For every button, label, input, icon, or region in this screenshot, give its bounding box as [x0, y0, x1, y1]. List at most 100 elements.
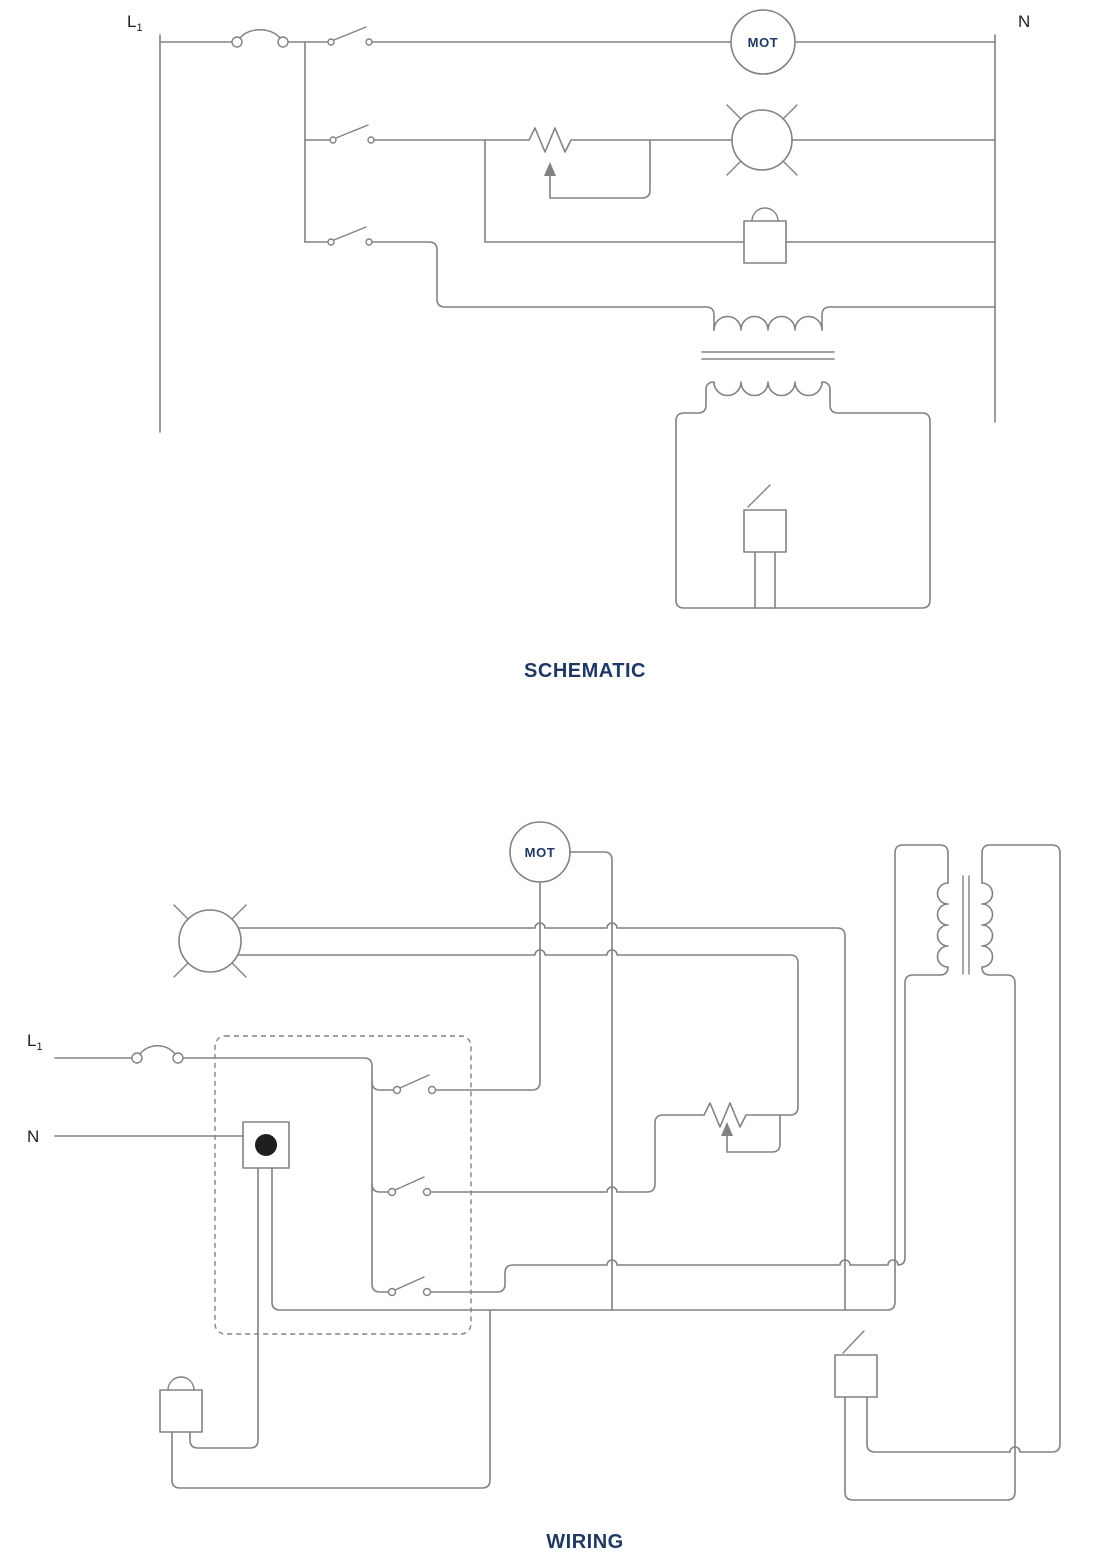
wire	[569, 851, 613, 1311]
transformer-symbol	[936, 875, 994, 975]
fuse-symbol	[231, 29, 289, 48]
fuse-terminal	[131, 1052, 143, 1064]
lamp-symbol	[726, 104, 798, 176]
wiring-diagram: L1 N	[27, 821, 1061, 1553]
switch-contact	[367, 136, 375, 144]
wire	[430, 966, 949, 1293]
thermostat-subbase-outline	[214, 1035, 472, 1335]
switch-blade	[399, 1074, 430, 1089]
motor-symbol: MOT	[509, 821, 571, 883]
wire	[238, 922, 846, 1311]
switch-3-symbol	[327, 226, 373, 246]
l1-letter: L	[127, 12, 136, 31]
switch-blade	[333, 226, 367, 241]
switch-2-symbol	[329, 124, 375, 144]
buzzer-dome	[167, 1376, 195, 1391]
switch-3-symbol	[387, 1276, 432, 1297]
relay-symbol	[834, 1330, 878, 1398]
fuse-element	[239, 29, 281, 39]
wiper-loop-wire	[726, 1114, 781, 1153]
buzzer-body	[743, 220, 787, 264]
wire	[430, 1114, 701, 1193]
fuse-element	[139, 1045, 176, 1055]
resistor-symbol	[524, 127, 576, 153]
l1-feed-label: L1	[27, 1031, 43, 1053]
l1-bus-wire	[182, 1057, 389, 1293]
primary-coil	[713, 315, 823, 331]
transformer-core	[962, 875, 970, 975]
wiper-arrow	[544, 139, 651, 199]
buzzer-body	[159, 1389, 203, 1433]
l1-rail-label: L1	[127, 12, 143, 34]
transformer-symbol	[701, 306, 996, 397]
schematic-diagram: L1 N MOT	[127, 9, 1030, 682]
lamp-rays	[173, 904, 247, 978]
motor-label: MOT	[525, 845, 556, 860]
wire	[821, 306, 996, 331]
switch-blade	[394, 1176, 425, 1191]
wire	[189, 1167, 259, 1449]
terminal-dot	[255, 1134, 277, 1156]
n-feed-label: N	[27, 1127, 39, 1146]
switch-contact	[329, 136, 337, 144]
fuse-symbol	[131, 1045, 184, 1064]
secondary-coil	[981, 882, 994, 968]
fuse-terminal	[277, 36, 289, 48]
wire	[238, 949, 799, 1116]
buzzer-symbol	[484, 207, 996, 264]
wiper-loop-wire	[549, 139, 651, 199]
switch-1-symbol	[327, 26, 373, 46]
switch-blade	[333, 26, 367, 41]
wire	[371, 241, 715, 331]
primary-coil	[936, 882, 949, 968]
switch-contact	[387, 1287, 397, 1297]
l1-subscript: 1	[136, 22, 142, 34]
fuse-terminal	[172, 1052, 184, 1064]
neutral-bus-wire	[271, 844, 949, 1311]
relay-body	[834, 1354, 878, 1398]
indicator-terminal-symbol	[242, 1121, 290, 1169]
transformer-core	[701, 351, 835, 360]
wire	[844, 966, 1016, 1501]
l1-letter: L	[27, 1031, 36, 1050]
lamp-symbol	[173, 904, 247, 978]
switch-contact	[365, 38, 373, 46]
motor-symbol: MOT	[730, 9, 796, 75]
wire	[171, 1309, 491, 1489]
wire	[371, 1183, 389, 1193]
lamp-rays	[726, 104, 798, 176]
schematic-title: SCHEMATIC	[524, 660, 646, 682]
buzzer-dome	[751, 207, 779, 222]
switch-contact	[327, 38, 335, 46]
relay-flag	[842, 1330, 865, 1354]
wiper-arrow	[721, 1114, 781, 1153]
switch-2-symbol	[387, 1176, 432, 1197]
arrow-head	[721, 1122, 733, 1136]
switch-blade	[335, 124, 369, 139]
switch-contact	[427, 1085, 437, 1095]
switch-contact	[422, 1187, 432, 1197]
switch-contact	[387, 1187, 397, 1197]
relay-body	[743, 509, 787, 553]
relay-pins	[754, 551, 776, 609]
fuse-terminal	[231, 36, 243, 48]
n-rail-label: N	[1018, 12, 1030, 31]
relay-flag	[747, 484, 771, 508]
motor-label: MOT	[748, 35, 779, 50]
arrow-head	[544, 162, 556, 176]
l1-subscript: 1	[36, 1041, 42, 1053]
buzzer-symbol	[159, 1376, 203, 1433]
secondary-coil	[713, 381, 823, 397]
switch-contact	[392, 1085, 402, 1095]
switch-blade	[394, 1276, 425, 1291]
resistor-symbol	[699, 1102, 756, 1128]
switch-contact	[365, 238, 373, 246]
lamp-circle	[178, 909, 242, 973]
relay-symbol	[743, 484, 787, 609]
secondary-loop-wire	[675, 381, 931, 609]
switch-1-symbol	[392, 1074, 437, 1095]
wire	[371, 1081, 394, 1091]
switch-contact	[327, 238, 335, 246]
